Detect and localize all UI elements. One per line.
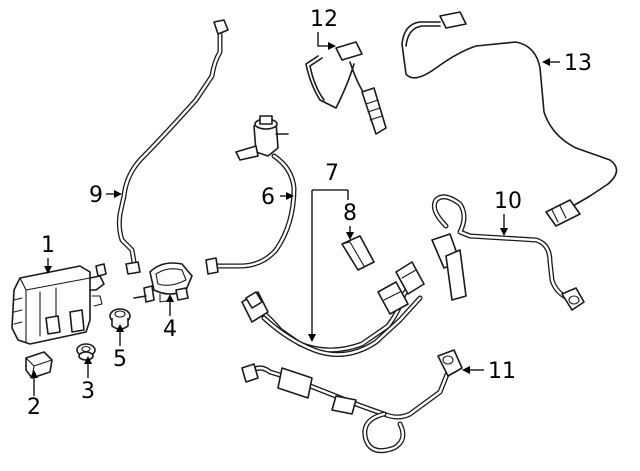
- callout-11: 11: [488, 359, 516, 384]
- part-6-hose-valve: [205, 115, 297, 275]
- part-8-pad: [341, 235, 375, 271]
- callout-5: 5: [113, 347, 127, 372]
- callout-7: 7: [325, 161, 339, 186]
- part-7-hose-assembly: [241, 261, 425, 357]
- part-5-plug: [109, 308, 131, 330]
- callout-4: 4: [163, 317, 177, 342]
- callout-12: 12: [310, 7, 338, 32]
- callout-2: 2: [27, 395, 41, 420]
- callout-1: 1: [41, 233, 55, 258]
- part-2-pad: [25, 351, 53, 379]
- part-4-purge-valve: [133, 262, 193, 303]
- part-9-vent-hose: [116, 19, 229, 275]
- callout-numbers: 1 2 3 4 5 6 7 8 9 10 11 12 13: [27, 7, 592, 420]
- callout-6: 6: [261, 185, 275, 210]
- callout-9: 9: [89, 183, 103, 208]
- callout-10: 10: [494, 189, 522, 214]
- part-13-o2-sensor: [401, 11, 618, 227]
- callout-3: 3: [81, 379, 95, 404]
- callout-8: 8: [343, 201, 357, 226]
- part-12-o2-sensor: [305, 41, 387, 135]
- part-10-pipe: [431, 194, 585, 311]
- callout-13: 13: [564, 51, 592, 76]
- part-3-grommet: [76, 343, 96, 361]
- part-1-canister: [11, 263, 107, 345]
- part-11-tube: [241, 349, 463, 454]
- leader-lines: [30, 32, 560, 396]
